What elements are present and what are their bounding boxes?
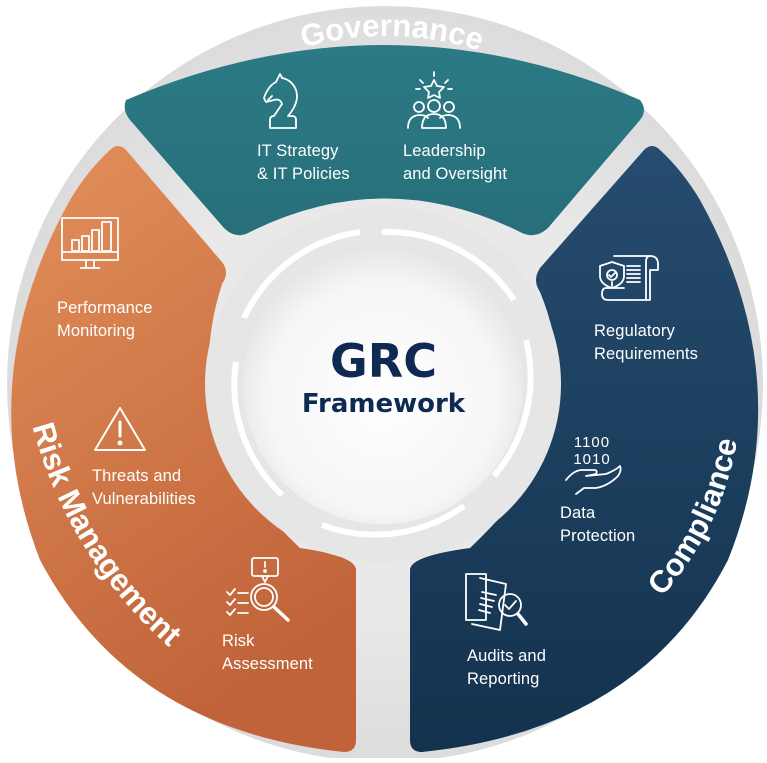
- team-star-icon: [407, 71, 461, 129]
- center-subtitle: Framework: [301, 389, 466, 419]
- segment-risk-management[interactable]: [11, 146, 356, 752]
- document-magnifier-icon: [465, 573, 528, 631]
- segment-governance[interactable]: [124, 45, 644, 236]
- monitor-bar-chart-icon: [61, 217, 119, 269]
- item-label-audits: Audits and Reporting: [467, 647, 546, 688]
- item-label-it-strategy: IT Strategy & IT Policies: [257, 142, 350, 183]
- item-label-risk-assessment: Risk Assessment: [222, 632, 313, 673]
- binary-line-1: 1100: [574, 434, 610, 451]
- chess-knight-icon: [263, 73, 298, 129]
- center-core: [243, 244, 523, 524]
- item-label-threats: Threats and Vulnerabilities: [92, 467, 196, 508]
- item-label-performance-monitoring: Performance Monitoring: [57, 299, 153, 340]
- warning-triangle-icon: [94, 407, 146, 451]
- center-dash-ring: [231, 228, 534, 538]
- center-title: GRC: [330, 334, 437, 388]
- segment-compliance[interactable]: [410, 146, 759, 752]
- item-label-data-protection: Data Protection: [560, 504, 636, 545]
- binary-hand-icon: [565, 465, 622, 495]
- item-label-regulatory: Regulatory Requirements: [594, 322, 698, 363]
- checklist-magnifier-icon: [226, 557, 290, 622]
- binary-line-2: 1010: [573, 451, 610, 468]
- item-label-leadership: Leadership and Oversight: [403, 142, 508, 183]
- shield-document-icon: [599, 255, 659, 301]
